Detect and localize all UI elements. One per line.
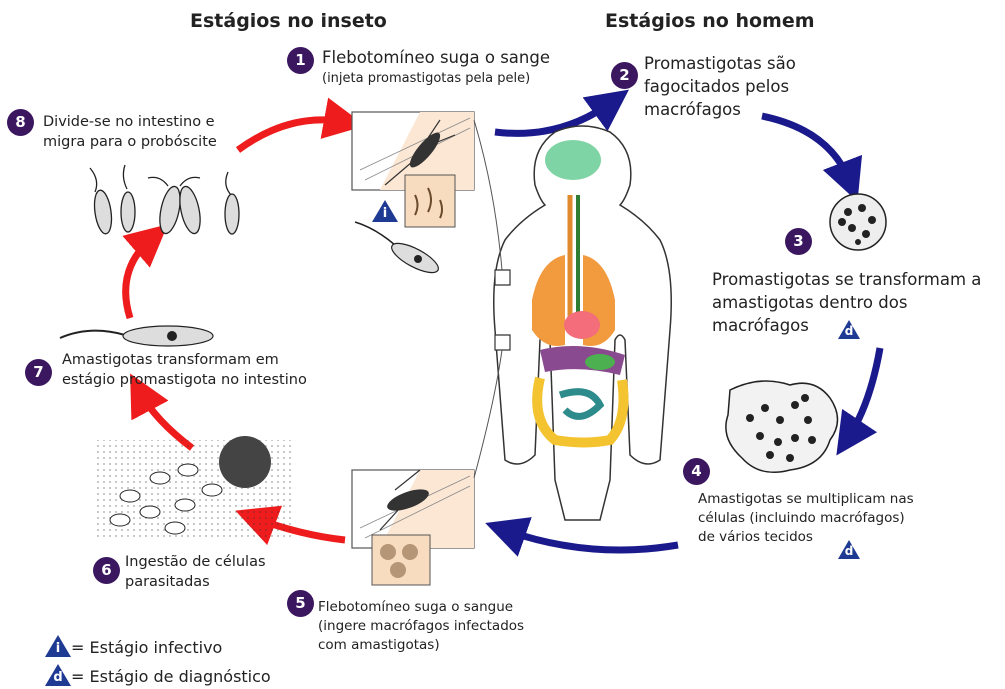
infective-marker-letter: i <box>379 206 391 221</box>
step-2-line1: Promastigotas são <box>644 52 796 75</box>
step-1-line2: (injeta promastigotas pela pele) <box>322 69 550 89</box>
step-5-line3: com amastigotas) <box>318 636 524 655</box>
step-5-line1: Flebotomíneo suga o sangue <box>318 598 524 617</box>
step-7-badge: 7 <box>25 359 52 386</box>
step-4-text: Amastigotas se multiplicam nas células (… <box>698 490 914 547</box>
dividing-promastigotes-illustration <box>90 165 239 235</box>
step-4-line3: de vários tecidos <box>698 528 914 547</box>
sandfly-feeding-inset-bottom <box>352 470 474 585</box>
step-6-line2: parasitadas <box>125 572 266 592</box>
step-3-line2: amastigotas dentro dos <box>712 291 981 314</box>
legend-infective-icon: i <box>45 635 71 657</box>
step-8-badge: 8 <box>7 109 34 136</box>
legend-infective: i = Estágio infectivo <box>45 635 222 657</box>
header-human-stages: Estágios no homem <box>605 10 815 32</box>
step-1-badge: 1 <box>287 47 314 74</box>
step-5-text: Flebotomíneo suga o sangue (ingere macró… <box>318 598 524 655</box>
step-8-line1: Divide-se no intestino e <box>43 112 217 132</box>
step-6-text: Ingestão de células parasitadas <box>125 552 266 592</box>
arrow-3-to-4 <box>848 348 880 438</box>
legend-diagnostic-icon: d <box>45 664 71 686</box>
multiplying-amastigotes-illustration <box>726 381 838 472</box>
step-5-badge: 5 <box>287 590 314 617</box>
sandfly-feeding-inset-top <box>352 112 474 227</box>
step-4-line2: células (incluindo macrófagos) <box>698 509 914 528</box>
step-7-line1: Amastigotas transformam em <box>62 350 307 370</box>
step-3-line1: Promastigotas se transformam a <box>712 268 981 291</box>
arrow-8-to-1 <box>238 120 345 150</box>
promastigote-illustration <box>355 222 442 278</box>
human-body-illustration <box>474 120 671 520</box>
step-1-line1: Flebotomíneo suga o sange <box>322 46 550 69</box>
step-8-line2: migra para o probóscite <box>43 132 217 152</box>
arrow-7-to-8 <box>126 238 152 318</box>
legend-diagnostic: d = Estágio de diagnóstico <box>45 664 271 686</box>
arrow-6-to-7 <box>140 392 192 448</box>
step-6-line1: Ingestão de células <box>125 552 266 572</box>
step-6-badge: 6 <box>93 557 120 584</box>
elongated-promastigote-illustration <box>60 326 213 346</box>
infected-macrophage-illustration <box>830 194 886 250</box>
arrow-4-to-5 <box>505 530 678 550</box>
step-5-line2: (ingere macrófagos infectados <box>318 617 524 636</box>
step-2-badge: 2 <box>611 62 638 89</box>
step-1-text: Flebotomíneo suga o sange (injeta promas… <box>322 46 550 89</box>
step-2-line3: macrófagos <box>644 98 796 121</box>
step-3-badge: 3 <box>785 228 812 255</box>
legend-diagnostic-label: = Estágio de diagnóstico <box>71 667 271 686</box>
diagnostic-marker-letter-step3: d <box>843 324 855 338</box>
legend-infective-label: = Estágio infectivo <box>71 638 222 657</box>
diagnostic-marker-letter-step4: d <box>843 544 855 558</box>
step-4-line1: Amastigotas se multiplicam nas <box>698 490 914 509</box>
parasitized-cells-illustration <box>95 436 295 540</box>
step-4-badge: 4 <box>683 458 710 485</box>
header-insect-stages: Estágios no inseto <box>190 10 387 32</box>
step-8-text: Divide-se no intestino e migra para o pr… <box>43 112 217 152</box>
step-7-text: Amastigotas transformam em estágio proma… <box>62 350 307 390</box>
step-2-line2: fagocitados pelos <box>644 75 796 98</box>
step-7-line2: estágio promastigota no intestino <box>62 370 307 390</box>
step-2-text: Promastigotas são fagocitados pelos macr… <box>644 52 796 121</box>
arrow-2-to-3 <box>762 116 850 182</box>
